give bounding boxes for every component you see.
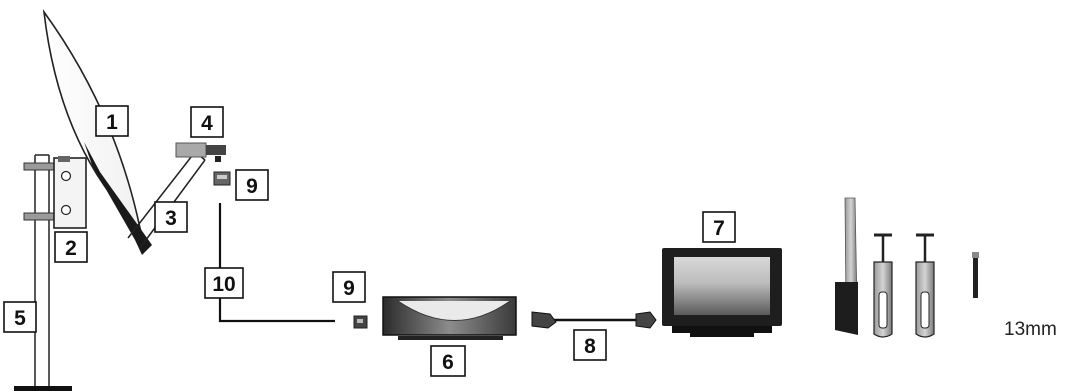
lnb <box>175 142 226 162</box>
label-1: 1 <box>95 105 129 137</box>
coax-cable <box>218 203 335 323</box>
mounting-bracket <box>23 156 87 229</box>
satellite-dish <box>42 9 152 255</box>
mast <box>14 154 72 391</box>
tool-screwdriver-2 <box>915 233 935 338</box>
svg-text:9: 9 <box>246 175 258 198</box>
svg-text:6: 6 <box>442 351 454 374</box>
scart-cable <box>531 311 657 329</box>
tool-wrench-13mm <box>972 252 979 298</box>
satellite-receiver <box>382 296 517 340</box>
svg-text:1: 1 <box>106 111 118 134</box>
svg-text:2: 2 <box>65 237 77 260</box>
svg-text:8: 8 <box>584 335 596 358</box>
svg-text:7: 7 <box>713 217 725 240</box>
svg-text:9: 9 <box>343 277 355 300</box>
svg-text:3: 3 <box>165 207 177 230</box>
label-9-bottom: 9 <box>332 271 366 303</box>
f-connector-top <box>213 171 231 186</box>
label-7: 7 <box>702 211 736 243</box>
label-5: 5 <box>3 301 37 333</box>
f-connector-bottom <box>353 315 368 329</box>
label-4: 4 <box>190 106 224 138</box>
label-8: 8 <box>573 329 607 361</box>
tool-screwdriver-1 <box>873 233 893 338</box>
label-10: 10 <box>204 267 244 299</box>
label-9-top: 9 <box>235 169 269 201</box>
wrench-size-label: 13mm <box>1004 319 1057 340</box>
svg-text:5: 5 <box>14 307 26 330</box>
label-2: 2 <box>54 231 88 263</box>
tool-knife <box>835 197 858 335</box>
label-3: 3 <box>154 201 188 233</box>
svg-text:10: 10 <box>212 273 235 296</box>
svg-text:4: 4 <box>201 112 213 135</box>
label-6: 6 <box>430 345 466 377</box>
television <box>662 248 782 337</box>
